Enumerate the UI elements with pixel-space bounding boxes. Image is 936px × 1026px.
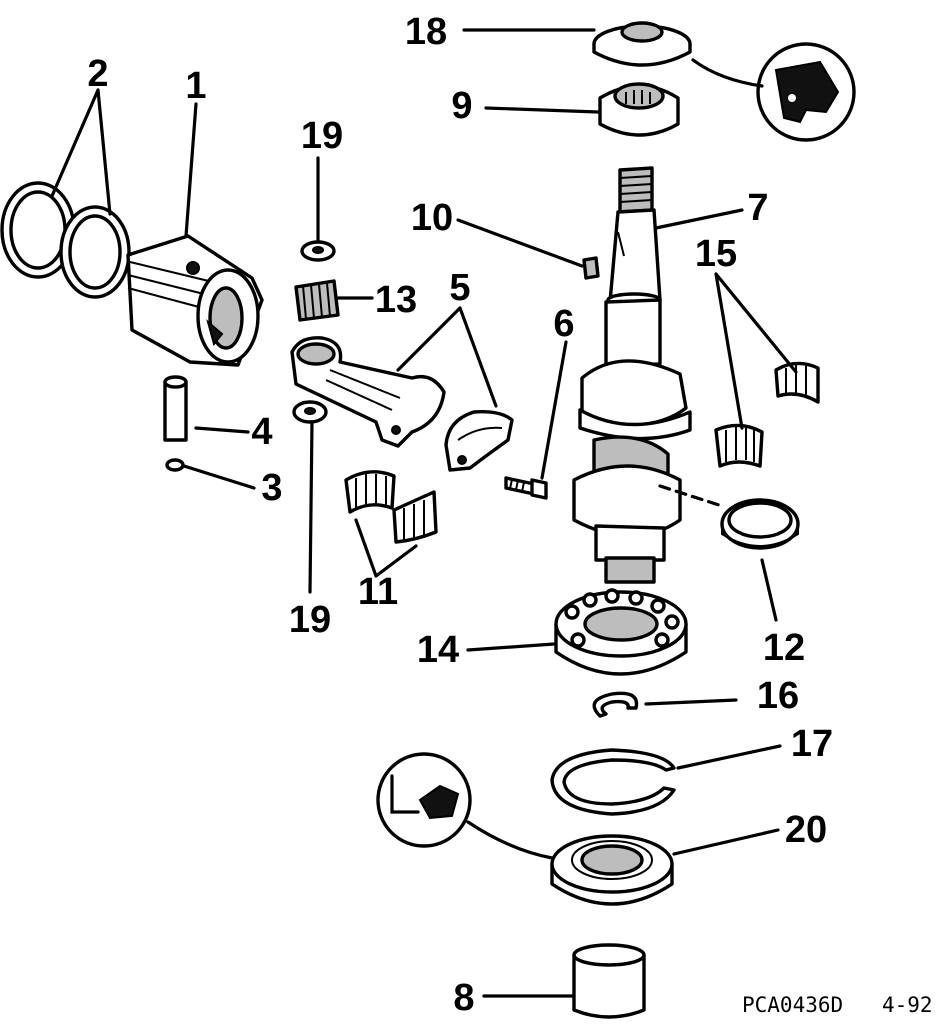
callout-labels: 18 2 1 9 19 7 10 15 5 13 6 4 3 11 19 12 … [87, 11, 833, 1019]
callout-2: 2 [87, 53, 108, 95]
callout-6: 6 [553, 303, 574, 345]
piston [126, 234, 264, 367]
woodruff-key [582, 256, 600, 280]
callout-11: 11 [358, 571, 398, 613]
callout-13: 13 [375, 279, 417, 321]
connecting-rod-cap [444, 409, 514, 472]
callout-19-top: 19 [301, 115, 343, 157]
callout-1: 1 [185, 65, 206, 107]
main-needle-bearing-lower [714, 423, 764, 468]
pin-retainer [165, 458, 185, 472]
callout-18: 18 [405, 11, 447, 53]
connecting-rod [290, 336, 446, 448]
upper-oil-seal [592, 21, 692, 67]
callout-19-bottom: 19 [289, 599, 331, 641]
callout-7: 7 [747, 187, 768, 229]
callout-10: 10 [411, 197, 453, 239]
main-needle-bearing-upper [774, 361, 820, 404]
lower-oil-seal [550, 834, 674, 906]
crankshaft-seal-ring [720, 498, 800, 550]
callout-4: 4 [251, 411, 272, 453]
callout-3: 3 [261, 467, 282, 509]
callout-15: 15 [695, 233, 737, 275]
callout-14: 14 [417, 629, 459, 671]
leader-lines [50, 28, 798, 998]
thrust-washer-top [300, 240, 336, 262]
callout-9: 9 [451, 85, 472, 127]
sealant-callout-inset-bottom [376, 752, 472, 848]
thrust-washer-bottom [292, 400, 328, 424]
crankshaft [572, 166, 692, 584]
callout-17: 17 [791, 723, 833, 765]
bearing-retaining-ring [592, 691, 639, 718]
sealant-callout-inset-top [756, 42, 856, 142]
rod-cap-screw [504, 476, 548, 500]
lower-ball-bearing [554, 588, 688, 676]
needle-bearing-halves [344, 470, 438, 544]
piston-rings [0, 181, 131, 299]
callout-20: 20 [785, 809, 827, 851]
assembly-guide-dashed [658, 484, 724, 508]
upper-roller-bearing [598, 82, 680, 137]
drawing-revision: 4-92 [882, 993, 933, 1017]
lower-sleeve-bushing [572, 943, 646, 1019]
callout-16: 16 [757, 675, 799, 717]
callout-5: 5 [449, 267, 470, 309]
needle-bearing-small-end [294, 279, 340, 322]
callout-12: 12 [763, 627, 805, 669]
wrist-pin [163, 375, 188, 442]
callout-8: 8 [453, 977, 474, 1019]
drawing-code: PCA0436D [742, 993, 843, 1017]
large-retaining-ring [550, 748, 676, 816]
